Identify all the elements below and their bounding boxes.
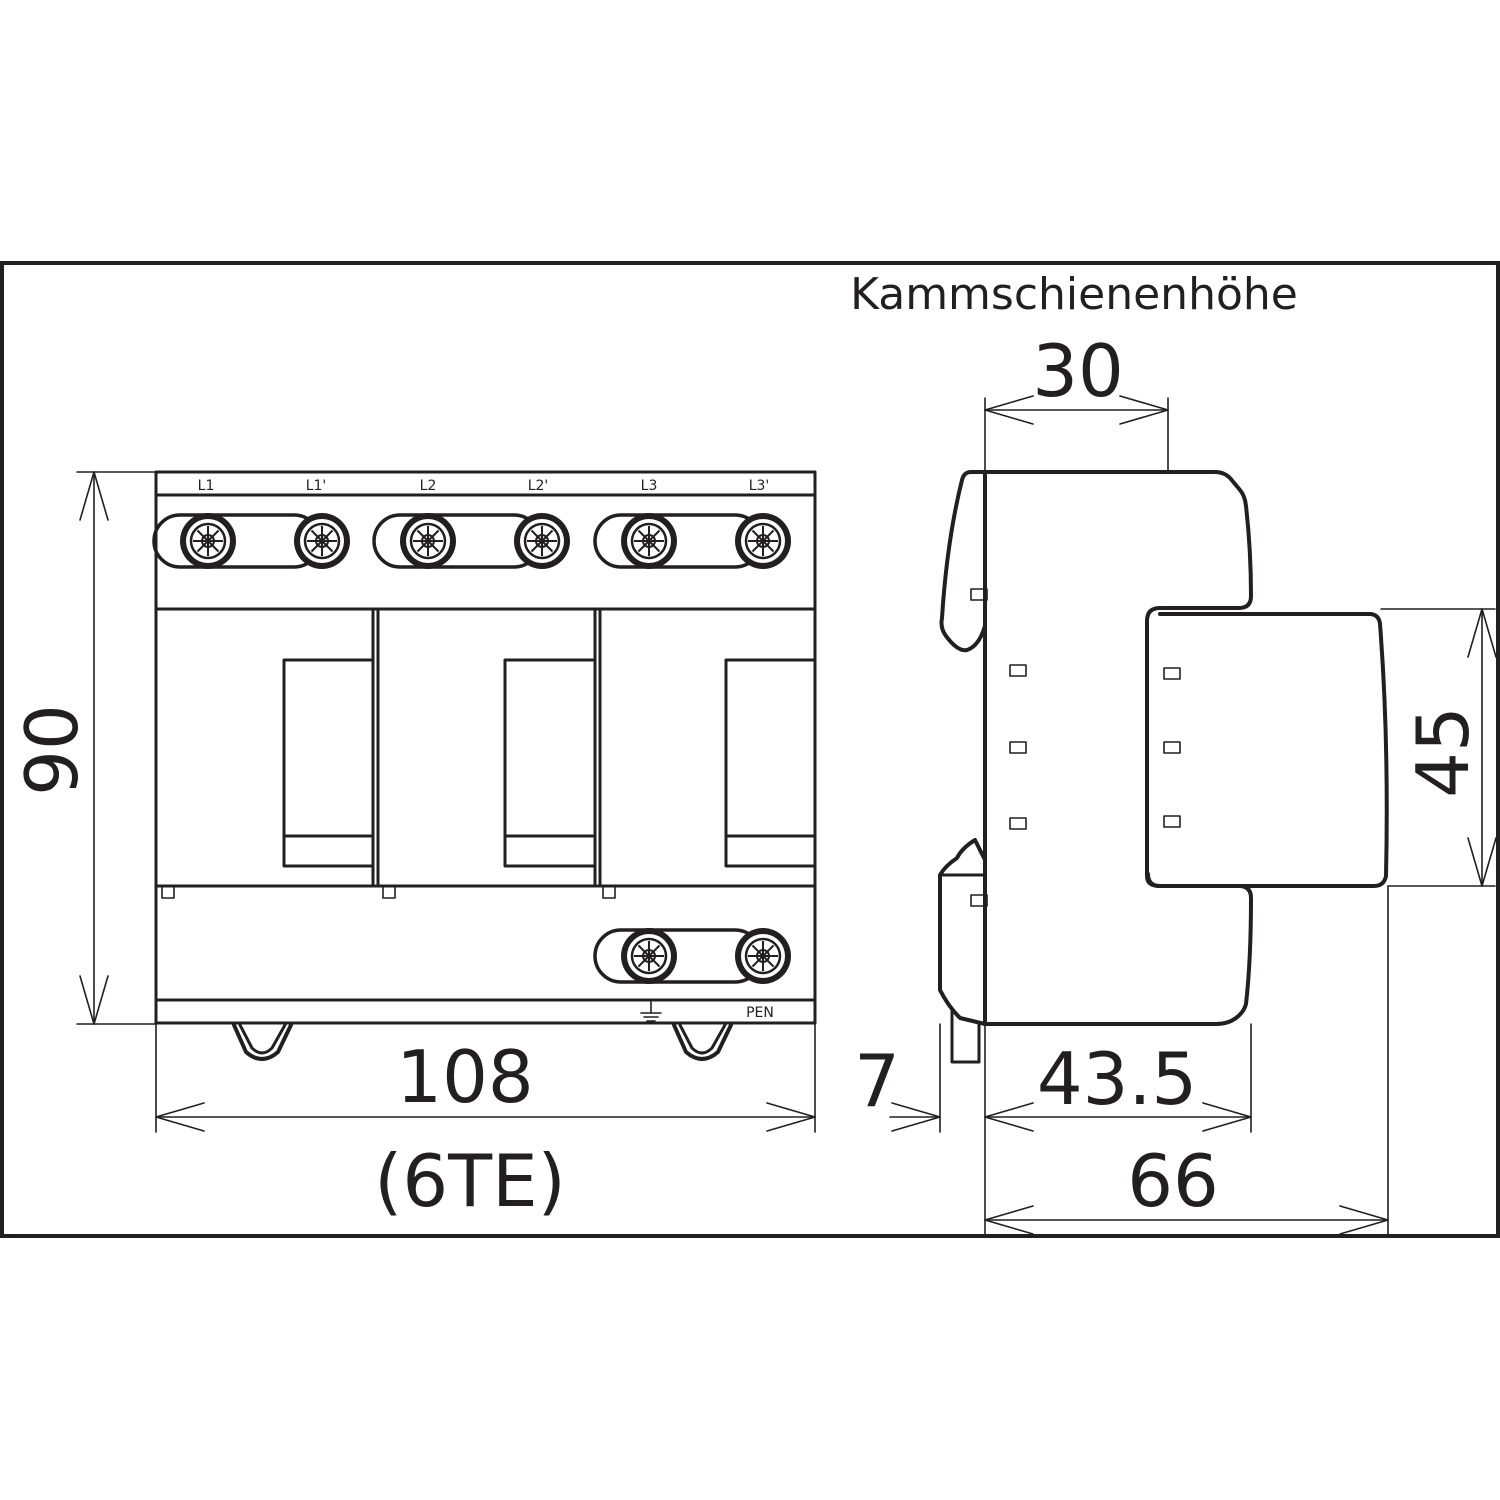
screw-terminal-icon [619,511,679,571]
terminal-label-l2-prime: L2' [528,478,549,494]
dimension-rail-offset: 7 [854,1039,900,1123]
terminal-label-l1: L1 [198,478,215,494]
terminal-label-l3-prime: L3' [749,478,770,494]
screw-terminal-icon [178,511,238,571]
dimension-height: 90 [10,704,94,796]
dimension-front-height: 45 [1401,706,1485,798]
screw-terminal-icon [619,926,679,986]
screw-terminal-icon [512,511,572,571]
dimension-width-units: (6TE) [374,1139,565,1223]
screw-terminal-icon [733,926,793,986]
drawing-frame [0,261,1500,1238]
dimension-total-depth: 66 [1127,1139,1219,1223]
side-view [938,470,1389,1064]
pen-label: PEN [746,1005,774,1021]
dimension-width: 108 [396,1035,533,1119]
busbar-height-title: Kammschienenhöhe [850,269,1298,320]
earth-ground-icon [640,1001,662,1022]
front-view: L1 L1' L2 L2' L3 L3' PEN [152,470,817,1061]
screw-terminal-icon [292,511,352,571]
dimension-busbar-height: 30 [1032,329,1124,413]
screw-terminal-icon [733,511,793,571]
terminal-label-l1-prime: L1' [306,478,327,494]
dimension-rail-depth: 43.5 [1037,1037,1197,1121]
dimension-lines [76,395,1497,1237]
terminal-label-l2: L2 [420,478,437,494]
terminal-label-l3: L3 [641,478,658,494]
screw-terminal-icon [398,511,458,571]
